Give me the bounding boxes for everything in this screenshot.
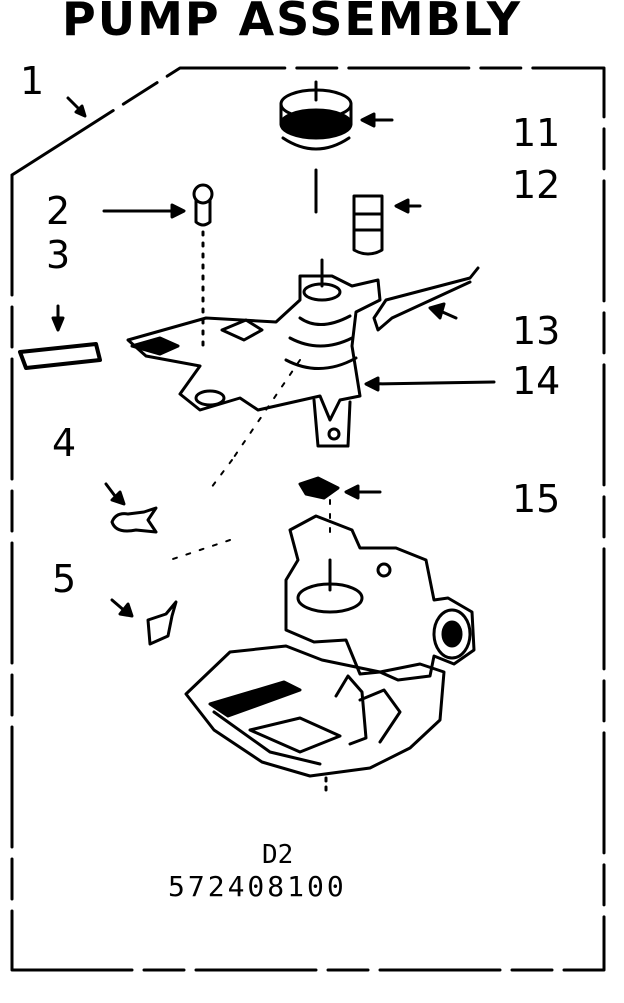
pulley-part-11 bbox=[279, 80, 353, 214]
clip-part-4 bbox=[110, 506, 158, 534]
leader-arrows bbox=[51, 96, 496, 618]
lever-part-5 bbox=[146, 600, 178, 646]
screw-part-2 bbox=[192, 183, 214, 352]
callout-11: 11 bbox=[512, 111, 561, 155]
callout-4: 4 bbox=[52, 421, 77, 465]
callout-15: 15 bbox=[512, 477, 561, 521]
callout-1: 1 bbox=[20, 59, 45, 103]
callout-3: 3 bbox=[46, 233, 71, 277]
pump-housing bbox=[184, 514, 476, 798]
assembly-frame bbox=[10, 66, 606, 972]
pump-head-assembly bbox=[126, 258, 382, 448]
diagram-title: PUMP ASSEMBLY bbox=[62, 0, 523, 46]
callout-12: 12 bbox=[512, 163, 561, 207]
figure-code: D2 bbox=[262, 840, 294, 870]
callout-14: 14 bbox=[512, 359, 561, 403]
washer-part-15 bbox=[298, 476, 340, 500]
pin-part-3 bbox=[18, 342, 102, 370]
spring-wire-part-13 bbox=[372, 266, 480, 332]
callout-2: 2 bbox=[46, 189, 71, 233]
alignment-lines bbox=[169, 359, 331, 561]
part-number: 572408100 bbox=[168, 870, 347, 903]
callout-13: 13 bbox=[512, 309, 561, 353]
callout-5: 5 bbox=[52, 557, 77, 601]
bushing-part-12 bbox=[352, 194, 384, 256]
